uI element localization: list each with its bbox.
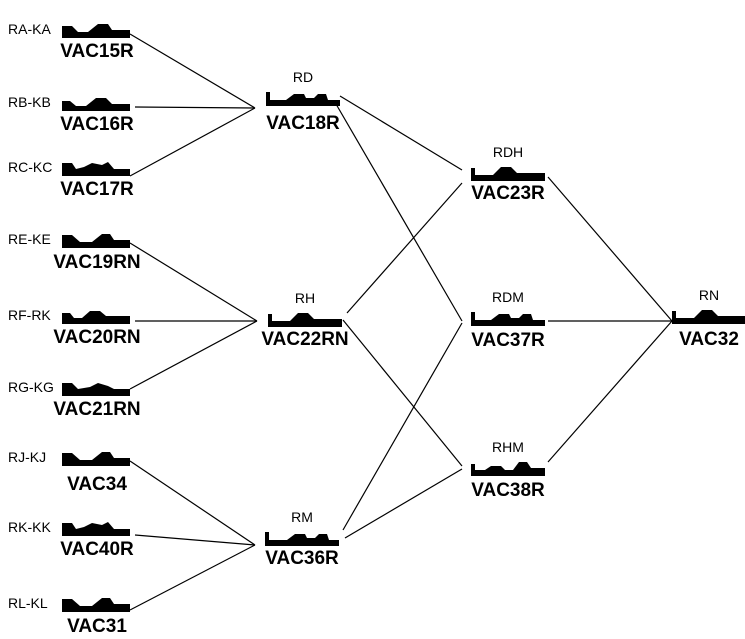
key-node-vac17r: RC-KC VAC17R bbox=[8, 159, 134, 200]
key-profile-icon bbox=[62, 234, 130, 248]
key-profile-icon bbox=[471, 462, 545, 476]
connector-n2-m1 bbox=[134, 106, 256, 109]
key-model-label: VAC36R bbox=[265, 548, 339, 569]
key-model-label: VAC31 bbox=[67, 616, 127, 637]
key-node-vac23r: RDH VAC23R bbox=[471, 144, 545, 204]
key-code-label: RHM bbox=[492, 439, 524, 455]
key-code-label: RH bbox=[295, 290, 315, 306]
key-profile-icon bbox=[266, 92, 340, 106]
connector-r1-f1 bbox=[547, 176, 673, 322]
key-profile-icon bbox=[62, 383, 130, 396]
key-code-label: RDM bbox=[492, 289, 524, 305]
key-node-vac18r: RD VAC18R bbox=[266, 69, 340, 134]
key-nodes: RA-KAVAC15RRB-KBVAC16RRC-KCVAC17RRE-KEVA… bbox=[8, 21, 745, 637]
key-code-label: RC-KC bbox=[8, 159, 52, 175]
key-profile-icon bbox=[672, 310, 745, 324]
connector-n6-m2 bbox=[129, 320, 258, 390]
key-profile-icon bbox=[471, 167, 545, 181]
connector-n4-m2 bbox=[129, 242, 258, 322]
key-code-label: RJ-KJ bbox=[8, 449, 46, 465]
key-profile-icon bbox=[62, 24, 130, 38]
key-node-vac21rn: RG-KG VAC21RN bbox=[8, 379, 141, 420]
key-node-vac34: RJ-KJ VAC34 bbox=[8, 449, 130, 495]
connector-n3-m1 bbox=[129, 107, 256, 177]
key-model-label: VAC17R bbox=[60, 179, 134, 200]
connector-m1-r1 bbox=[339, 95, 463, 171]
connector-r3-f1 bbox=[547, 320, 673, 463]
connector-n8-m3 bbox=[134, 534, 256, 546]
connector-n7-m3 bbox=[129, 460, 256, 546]
key-profile-icon bbox=[268, 313, 342, 327]
key-model-label: VAC21RN bbox=[53, 399, 140, 420]
key-profile-icon bbox=[62, 311, 130, 324]
key-node-vac22rn: RH VAC22RN bbox=[261, 290, 348, 350]
key-model-label: VAC40R bbox=[60, 539, 134, 560]
key-model-label: VAC34 bbox=[67, 474, 127, 495]
connector-m2-r1 bbox=[346, 182, 463, 314]
key-model-label: VAC19RN bbox=[53, 252, 140, 273]
key-profile-icon bbox=[265, 532, 339, 546]
key-model-label: VAC38R bbox=[471, 480, 545, 501]
key-model-label: VAC37R bbox=[471, 330, 545, 351]
connector-lines bbox=[129, 33, 673, 611]
key-model-label: VAC32 bbox=[679, 329, 739, 350]
connector-m1-r2 bbox=[335, 103, 463, 322]
connector-m2-r3 bbox=[342, 319, 463, 467]
key-model-label: VAC15R bbox=[60, 41, 134, 62]
key-profile-icon bbox=[62, 598, 130, 612]
key-code-label: RE-KE bbox=[8, 231, 51, 247]
key-code-label: RB-KB bbox=[8, 94, 51, 110]
key-profile-icon bbox=[471, 312, 545, 326]
key-node-vac31: RL-KL VAC31 bbox=[8, 595, 130, 637]
key-profile-icon bbox=[62, 452, 130, 466]
key-code-label: RD bbox=[293, 69, 313, 85]
key-node-vac38r: RHM VAC38R bbox=[471, 439, 545, 501]
key-profile-icon bbox=[62, 162, 130, 176]
key-code-label: RK-KK bbox=[8, 519, 51, 535]
connector-m3-r2 bbox=[342, 322, 463, 531]
key-code-label: RN bbox=[699, 287, 719, 303]
connector-n1-m1 bbox=[129, 33, 256, 109]
key-node-vac15r: RA-KA VAC15R bbox=[8, 21, 134, 62]
key-code-label: RM bbox=[291, 509, 313, 525]
connector-n9-m3 bbox=[129, 544, 256, 611]
key-node-vac40r: RK-KK VAC40R bbox=[8, 519, 134, 560]
key-profile-icon bbox=[62, 98, 130, 111]
key-code-label: RDH bbox=[493, 144, 523, 160]
key-code-label: RL-KL bbox=[8, 595, 48, 611]
key-model-label: VAC23R bbox=[471, 183, 545, 204]
key-code-label: RG-KG bbox=[8, 379, 54, 395]
key-node-vac37r: RDM VAC37R bbox=[471, 289, 545, 351]
key-profile-icon bbox=[62, 522, 130, 536]
connector-m3-r3 bbox=[344, 468, 463, 539]
key-model-label: VAC16R bbox=[60, 114, 134, 135]
key-node-vac16r: RB-KB VAC16R bbox=[8, 94, 134, 135]
key-node-vac36r: RM VAC36R bbox=[265, 509, 339, 569]
key-model-label: VAC18R bbox=[266, 113, 340, 134]
key-code-label: RF-RK bbox=[8, 307, 51, 323]
key-node-vac32: RN VAC32 bbox=[672, 287, 745, 350]
key-model-label: VAC22RN bbox=[261, 329, 348, 350]
key-model-label: VAC20RN bbox=[53, 327, 140, 348]
key-code-label: RA-KA bbox=[8, 21, 51, 37]
